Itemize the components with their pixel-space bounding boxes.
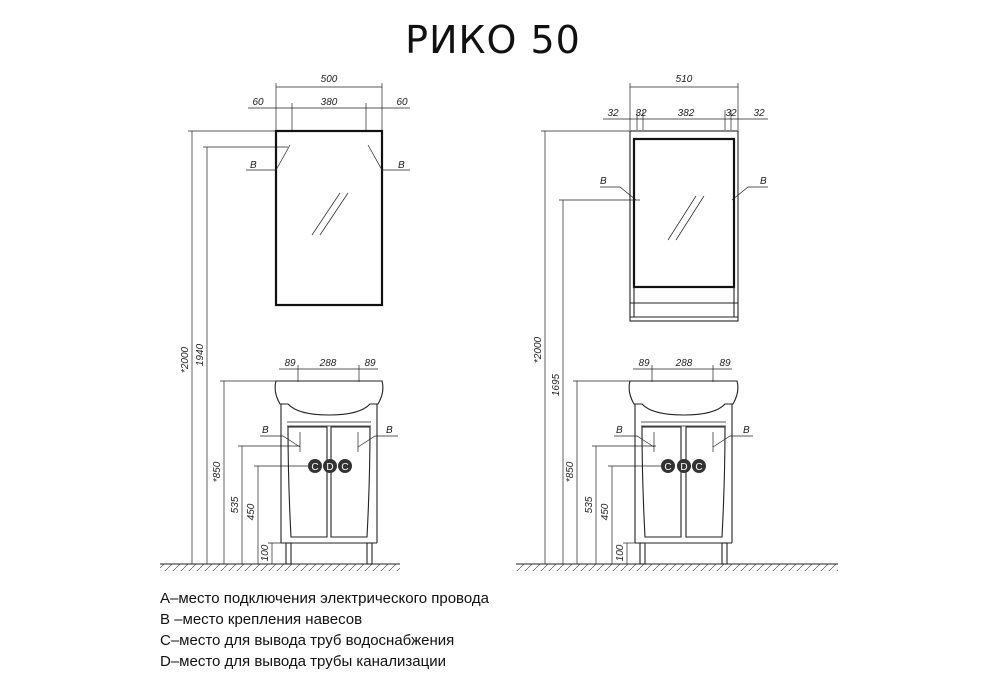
dim-height-b: 535 (230, 496, 241, 513)
dim-total-width: 500 (321, 74, 338, 85)
dim-height-mount: 1940 (195, 343, 206, 366)
mount-label-right-right: B (760, 176, 767, 187)
page-title: РИКО 50 (405, 18, 581, 62)
conn-d-r (677, 459, 691, 473)
dim-height-d: 100 (260, 544, 271, 561)
mount-label-right: B (398, 160, 405, 171)
conn-c-right-r (692, 459, 706, 473)
conn-label-c1-r: C (664, 462, 671, 473)
dim-height-mount-right: 1695 (551, 373, 562, 396)
dim-height-basin: *850 (212, 461, 223, 482)
height-dimensions-right: *2000 1695 *850 535 450 100 (533, 130, 662, 564)
dim-middle: 380 (321, 97, 338, 108)
conn-c-left (308, 459, 322, 473)
dim-side-right: 32 (753, 108, 765, 119)
legend: A–место подключения электрического прово… (160, 588, 489, 672)
left-drawing: 500 60 380 60 B B (160, 74, 410, 571)
height-dimensions: *2000 1940 *850 535 450 100 (180, 130, 308, 564)
basin-outline (274, 380, 384, 416)
right-drawing: 510 32 32 382 32 32 B (516, 74, 838, 571)
dim-side-left: 32 (607, 108, 619, 119)
dim-left-offset: 60 (252, 97, 264, 108)
dim-cab-left: 89 (284, 358, 296, 369)
mirror-cabinet-dimensions: 510 32 32 382 32 32 (603, 74, 768, 130)
dim-cab-middle-right: 288 (675, 358, 693, 369)
floor-hatch (160, 564, 400, 571)
legend-item-c: C–место для вывода труб водоснабжения (160, 632, 455, 649)
conn-c-left-r (661, 459, 675, 473)
conn-label-c2-r: C (695, 462, 702, 473)
vanity-cabinet (280, 404, 378, 565)
legend-item-a: A–место подключения электрического прово… (160, 590, 489, 607)
dim-height-basin-right: *850 (565, 461, 576, 482)
cabinet-mount-markers: B B (260, 425, 398, 448)
dim-total-width-right: 510 (676, 74, 693, 85)
dim-height-b-right: 535 (584, 496, 595, 513)
dim-height-c-right: 450 (600, 503, 611, 520)
dim-height-total-right: *2000 (533, 336, 544, 363)
cab-label-right-right: B (743, 425, 750, 436)
cabinet-dimensions: 89 288 89 (279, 358, 378, 382)
cab-label-left: B (262, 425, 269, 436)
conn-label-d-r: D (680, 462, 687, 473)
dim-inner-right: 32 (725, 108, 737, 119)
mirror-mount-markers-right: B B (600, 176, 768, 201)
mount-label-left: B (250, 160, 257, 171)
mirror-dimensions: 500 60 380 60 (248, 74, 410, 130)
legend-item-d: D–место для вывода трубы канализации (160, 653, 446, 670)
mirror-glare-icon (311, 192, 349, 236)
mount-label-left-right: B (600, 176, 607, 187)
legend-item-b: B –место крепления навесов (160, 611, 363, 628)
vanity-cabinet-right (634, 404, 733, 565)
dim-cab-right-right: 89 (719, 358, 731, 369)
conn-label-c2: C (341, 462, 348, 473)
cab-label-right: B (386, 425, 393, 436)
basin-outline-right (628, 380, 739, 416)
dim-height-d-right: 100 (615, 544, 626, 561)
dim-cab-left-right: 89 (638, 358, 650, 369)
dim-height-c: 450 (246, 503, 257, 520)
conn-d (323, 459, 337, 473)
mirror-frame (274, 129, 384, 307)
conn-label-d: D (326, 462, 333, 473)
mirror-cabinet (629, 130, 739, 322)
dim-right-offset: 60 (396, 97, 408, 108)
dim-cab-right: 89 (364, 358, 376, 369)
conn-label-c1: C (311, 462, 318, 473)
dim-middle-right: 382 (678, 108, 695, 119)
cabinet-dimensions-right: 89 288 89 (633, 358, 732, 382)
conn-c-right (338, 459, 352, 473)
dim-inner-left: 32 (635, 108, 647, 119)
mirror-mount-markers: B B (246, 144, 410, 171)
floor-hatch-right (516, 564, 838, 571)
connection-points-right: C D C (661, 459, 706, 473)
mirror-glare-icon-right (667, 195, 705, 241)
connection-points: C D C (308, 459, 352, 473)
dim-cab-middle: 288 (319, 358, 337, 369)
dim-height-total: *2000 (180, 346, 191, 373)
cab-label-left-right: B (616, 425, 623, 436)
cabinet-mount-markers-right: B B (614, 425, 753, 448)
